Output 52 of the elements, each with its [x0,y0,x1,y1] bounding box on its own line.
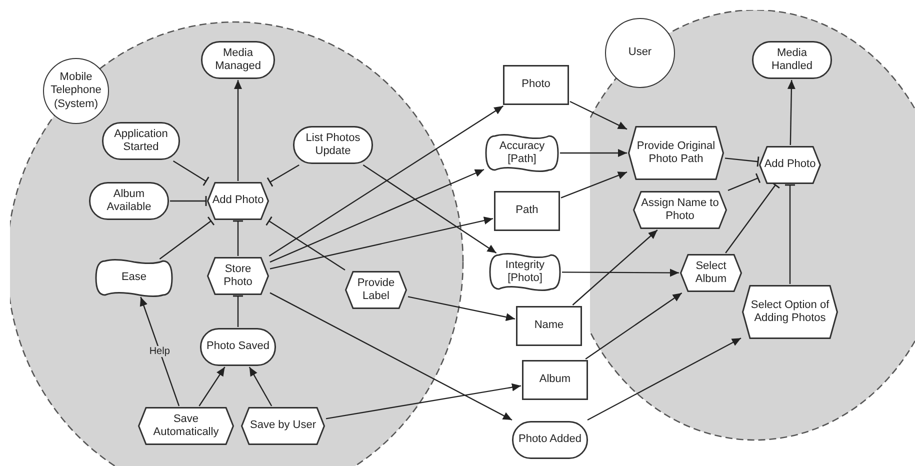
actor-boundary [590,10,915,442]
softgoal-node: Accuracy [Path] [485,135,559,171]
resource-box: Album [522,360,588,400]
connector [408,296,516,321]
connector [587,338,742,421]
connector [326,383,522,420]
connector [140,296,180,406]
actor-circle: Mobile Telephone (System) [43,58,109,124]
connector [159,216,215,260]
connector [725,181,780,254]
connector [784,184,796,284]
connector [232,220,244,256]
connector [724,156,760,168]
connector [234,80,242,181]
task-hexagon: Save Automatically [138,407,234,445]
goal-node: Album Available [89,182,169,220]
goal-node: Photo Added [512,421,588,459]
resource-box: Name [516,306,582,346]
connector [198,366,226,406]
actor-circle: User [605,18,675,88]
connector [728,172,761,191]
connector [585,292,682,360]
resource-box: Path [494,191,560,231]
connector [172,160,210,186]
resource-box: Photo [503,65,569,105]
connector [570,100,628,130]
softgoal-node: Integrity [Photo] [489,254,561,290]
goal-node: Media Handled [752,41,832,79]
connector [787,80,796,146]
connector [268,106,504,256]
task-hexagon: Provide Original Photo Path [628,126,724,180]
connector [572,230,658,306]
connector [232,295,244,327]
connector [266,216,346,270]
connector [248,366,272,406]
connector [270,292,512,421]
task-hexagon: Select Option of Adding Photos [742,285,838,339]
connector [270,216,494,270]
connector [170,195,207,207]
goal-node: Photo Saved [200,328,276,366]
connector [562,268,679,277]
connector [560,172,628,198]
connector [560,149,627,157]
edge-label: Help [147,346,172,357]
connector [270,168,484,263]
task-hexagon: Assign Name to Photo [633,191,727,229]
goal-node: Application Started [102,122,180,160]
connector [266,164,300,188]
goal-node: List Photos Update [293,126,373,164]
task-hexagon: Save by User [241,407,325,445]
connector [362,164,497,254]
goal-node: Media Managed [201,41,275,79]
